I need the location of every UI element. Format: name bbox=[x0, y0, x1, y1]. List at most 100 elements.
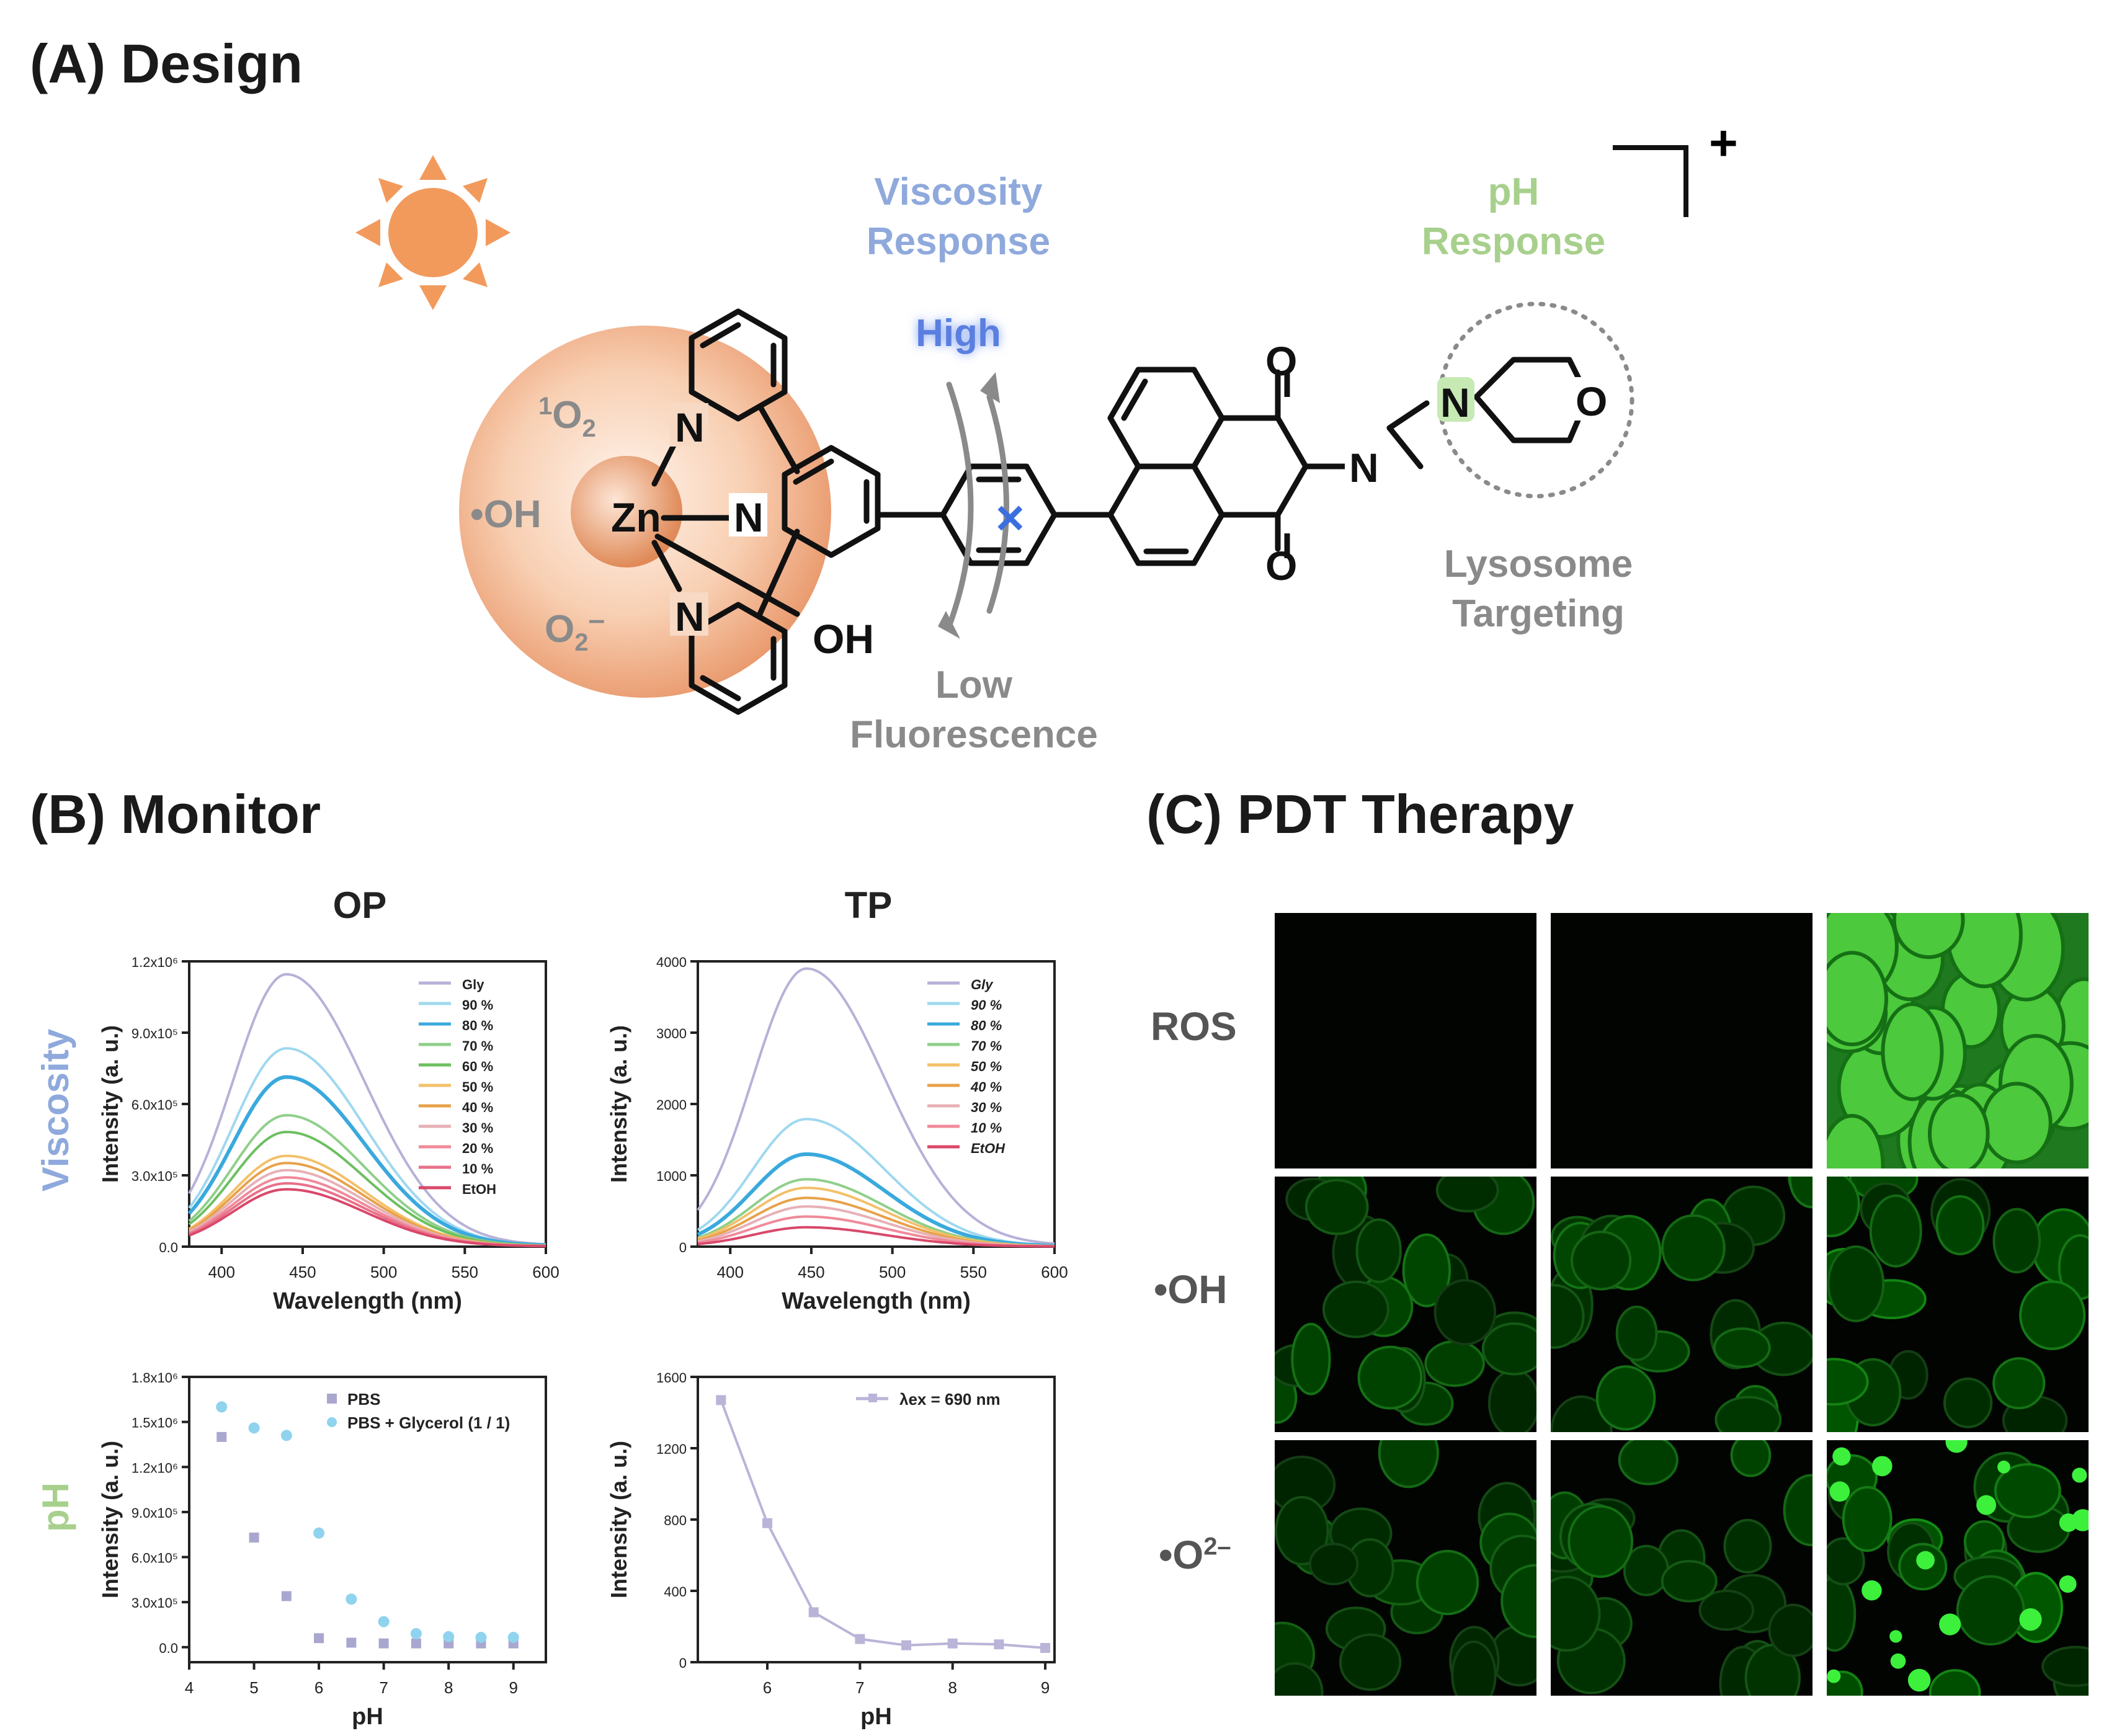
cell bbox=[1730, 1440, 1772, 1477]
legend-label: 50 % bbox=[462, 1079, 493, 1095]
cell bbox=[1275, 1662, 1324, 1696]
cell bbox=[1715, 1395, 1782, 1432]
cell bbox=[1713, 1327, 1771, 1368]
ph-label-line2: Response bbox=[1422, 220, 1605, 263]
x-tick-label: 6 bbox=[314, 1678, 323, 1697]
atom-o-morpholine: O bbox=[1576, 378, 1607, 424]
cell bbox=[1827, 1177, 1860, 1237]
atom-zn: Zn bbox=[611, 494, 661, 540]
y-tick-label: 4000 bbox=[656, 955, 687, 970]
n-highlight bbox=[1437, 377, 1474, 422]
cell bbox=[1615, 1305, 1658, 1361]
legend-label: 10 % bbox=[971, 1120, 1002, 1136]
bright-spot bbox=[1827, 1669, 1841, 1683]
x-tick-label: 7 bbox=[855, 1678, 864, 1697]
spectrum-line bbox=[697, 1118, 1055, 1247]
high-label: High bbox=[916, 312, 1001, 355]
legend-label: 30 % bbox=[971, 1100, 1002, 1115]
x-tick-label: 6 bbox=[763, 1678, 772, 1697]
cell bbox=[1304, 1178, 1369, 1235]
micrograph-tile bbox=[1275, 1177, 1536, 1432]
x-tick-label: 500 bbox=[370, 1263, 397, 1281]
x-tick-label: 400 bbox=[208, 1263, 235, 1281]
data-point bbox=[901, 1640, 912, 1650]
y-tick-label: 1200 bbox=[656, 1441, 687, 1457]
spectrum-line bbox=[697, 967, 1055, 1245]
x-tick-label: 600 bbox=[1041, 1263, 1068, 1281]
spectrum-line bbox=[188, 973, 546, 1246]
x-tick-label: 400 bbox=[717, 1263, 744, 1281]
charge-sign: + bbox=[1709, 115, 1738, 171]
bright-spot bbox=[2019, 1608, 2042, 1631]
hydroxyl-label: •OH bbox=[470, 493, 542, 536]
x-tick-label: 600 bbox=[532, 1263, 559, 1281]
data-point bbox=[248, 1422, 260, 1434]
x-tick-label: 500 bbox=[879, 1263, 906, 1281]
data-point bbox=[281, 1591, 292, 1601]
legend-label: 90 % bbox=[462, 997, 493, 1013]
cell bbox=[1500, 1564, 1536, 1639]
x-tick-label: 550 bbox=[452, 1263, 478, 1281]
atom-n-imide: N bbox=[1349, 445, 1379, 491]
micrograph-tile bbox=[1827, 1177, 2089, 1432]
data-point bbox=[216, 1431, 227, 1442]
data-point bbox=[249, 1533, 259, 1543]
micrograph-tile bbox=[1827, 1440, 2089, 1696]
micrograph-tile bbox=[1551, 1177, 1813, 1432]
y-tick-label: 3.0x10⁵ bbox=[132, 1168, 178, 1184]
x-tick-label: 5 bbox=[249, 1678, 258, 1697]
legend-label: 80 % bbox=[971, 1018, 1002, 1033]
cell bbox=[1992, 1208, 2041, 1274]
low-label-line2: Fluorescence bbox=[850, 713, 1098, 756]
x-tick-label: 9 bbox=[1041, 1678, 1050, 1697]
bright-spot bbox=[1890, 1653, 1906, 1669]
bright-spot bbox=[1889, 1630, 1902, 1643]
y-tick-label: 0.0 bbox=[159, 1640, 178, 1656]
cell bbox=[1308, 1542, 1359, 1585]
panel-c-title: (C) PDT Therapy bbox=[1146, 783, 1574, 845]
legend-marker bbox=[868, 1394, 877, 1402]
legend-label: 90 % bbox=[971, 997, 1002, 1013]
x-tick-label: 4 bbox=[185, 1678, 194, 1697]
cell bbox=[1783, 1474, 1813, 1547]
cell bbox=[1661, 1560, 1718, 1603]
design-schematic: 1O2 •OH O2– bbox=[355, 115, 1738, 756]
cell bbox=[1487, 1368, 1536, 1432]
lysosome-label-line1: Lysosome bbox=[1444, 543, 1633, 585]
cell bbox=[1570, 1231, 1632, 1291]
lysosome-label-line2: Targeting bbox=[1452, 592, 1625, 635]
y-tick-label: 3000 bbox=[656, 1026, 687, 1041]
cell bbox=[1378, 1440, 1439, 1489]
cell bbox=[1892, 913, 1965, 959]
cell bbox=[1981, 1082, 2053, 1165]
x-tick-label: 9 bbox=[509, 1678, 517, 1697]
cell bbox=[1929, 1669, 1981, 1696]
data-point bbox=[443, 1631, 455, 1642]
bright-spot bbox=[1907, 1668, 1931, 1692]
data-point bbox=[475, 1632, 487, 1644]
data-point bbox=[280, 1430, 292, 1441]
x-axis-label: pH bbox=[352, 1704, 383, 1730]
atom-o-top: O bbox=[1265, 338, 1297, 384]
cell bbox=[2041, 1645, 2089, 1687]
y-tick-label: 1.8x10⁶ bbox=[132, 1370, 178, 1386]
cell bbox=[1481, 1322, 1536, 1376]
cell bbox=[1827, 1537, 1865, 1586]
cell bbox=[1723, 1518, 1772, 1574]
cell bbox=[1424, 1340, 1485, 1387]
data-point bbox=[313, 1527, 325, 1539]
atom-n-center: N bbox=[734, 494, 764, 540]
y-tick-label: 0 bbox=[679, 1655, 687, 1671]
series-line bbox=[720, 1399, 1046, 1649]
low-label-line1: Low bbox=[935, 664, 1013, 706]
micrograph-tile bbox=[1275, 913, 1536, 1168]
cell bbox=[1927, 1093, 1990, 1168]
plot-frame bbox=[188, 1376, 547, 1663]
rotation-blocked-icon: × bbox=[996, 490, 1025, 545]
legend-label: PBS bbox=[347, 1390, 380, 1409]
x-axis-label: pH bbox=[860, 1704, 892, 1730]
cell bbox=[1827, 1114, 1885, 1168]
x-tick-label: 8 bbox=[444, 1678, 453, 1697]
